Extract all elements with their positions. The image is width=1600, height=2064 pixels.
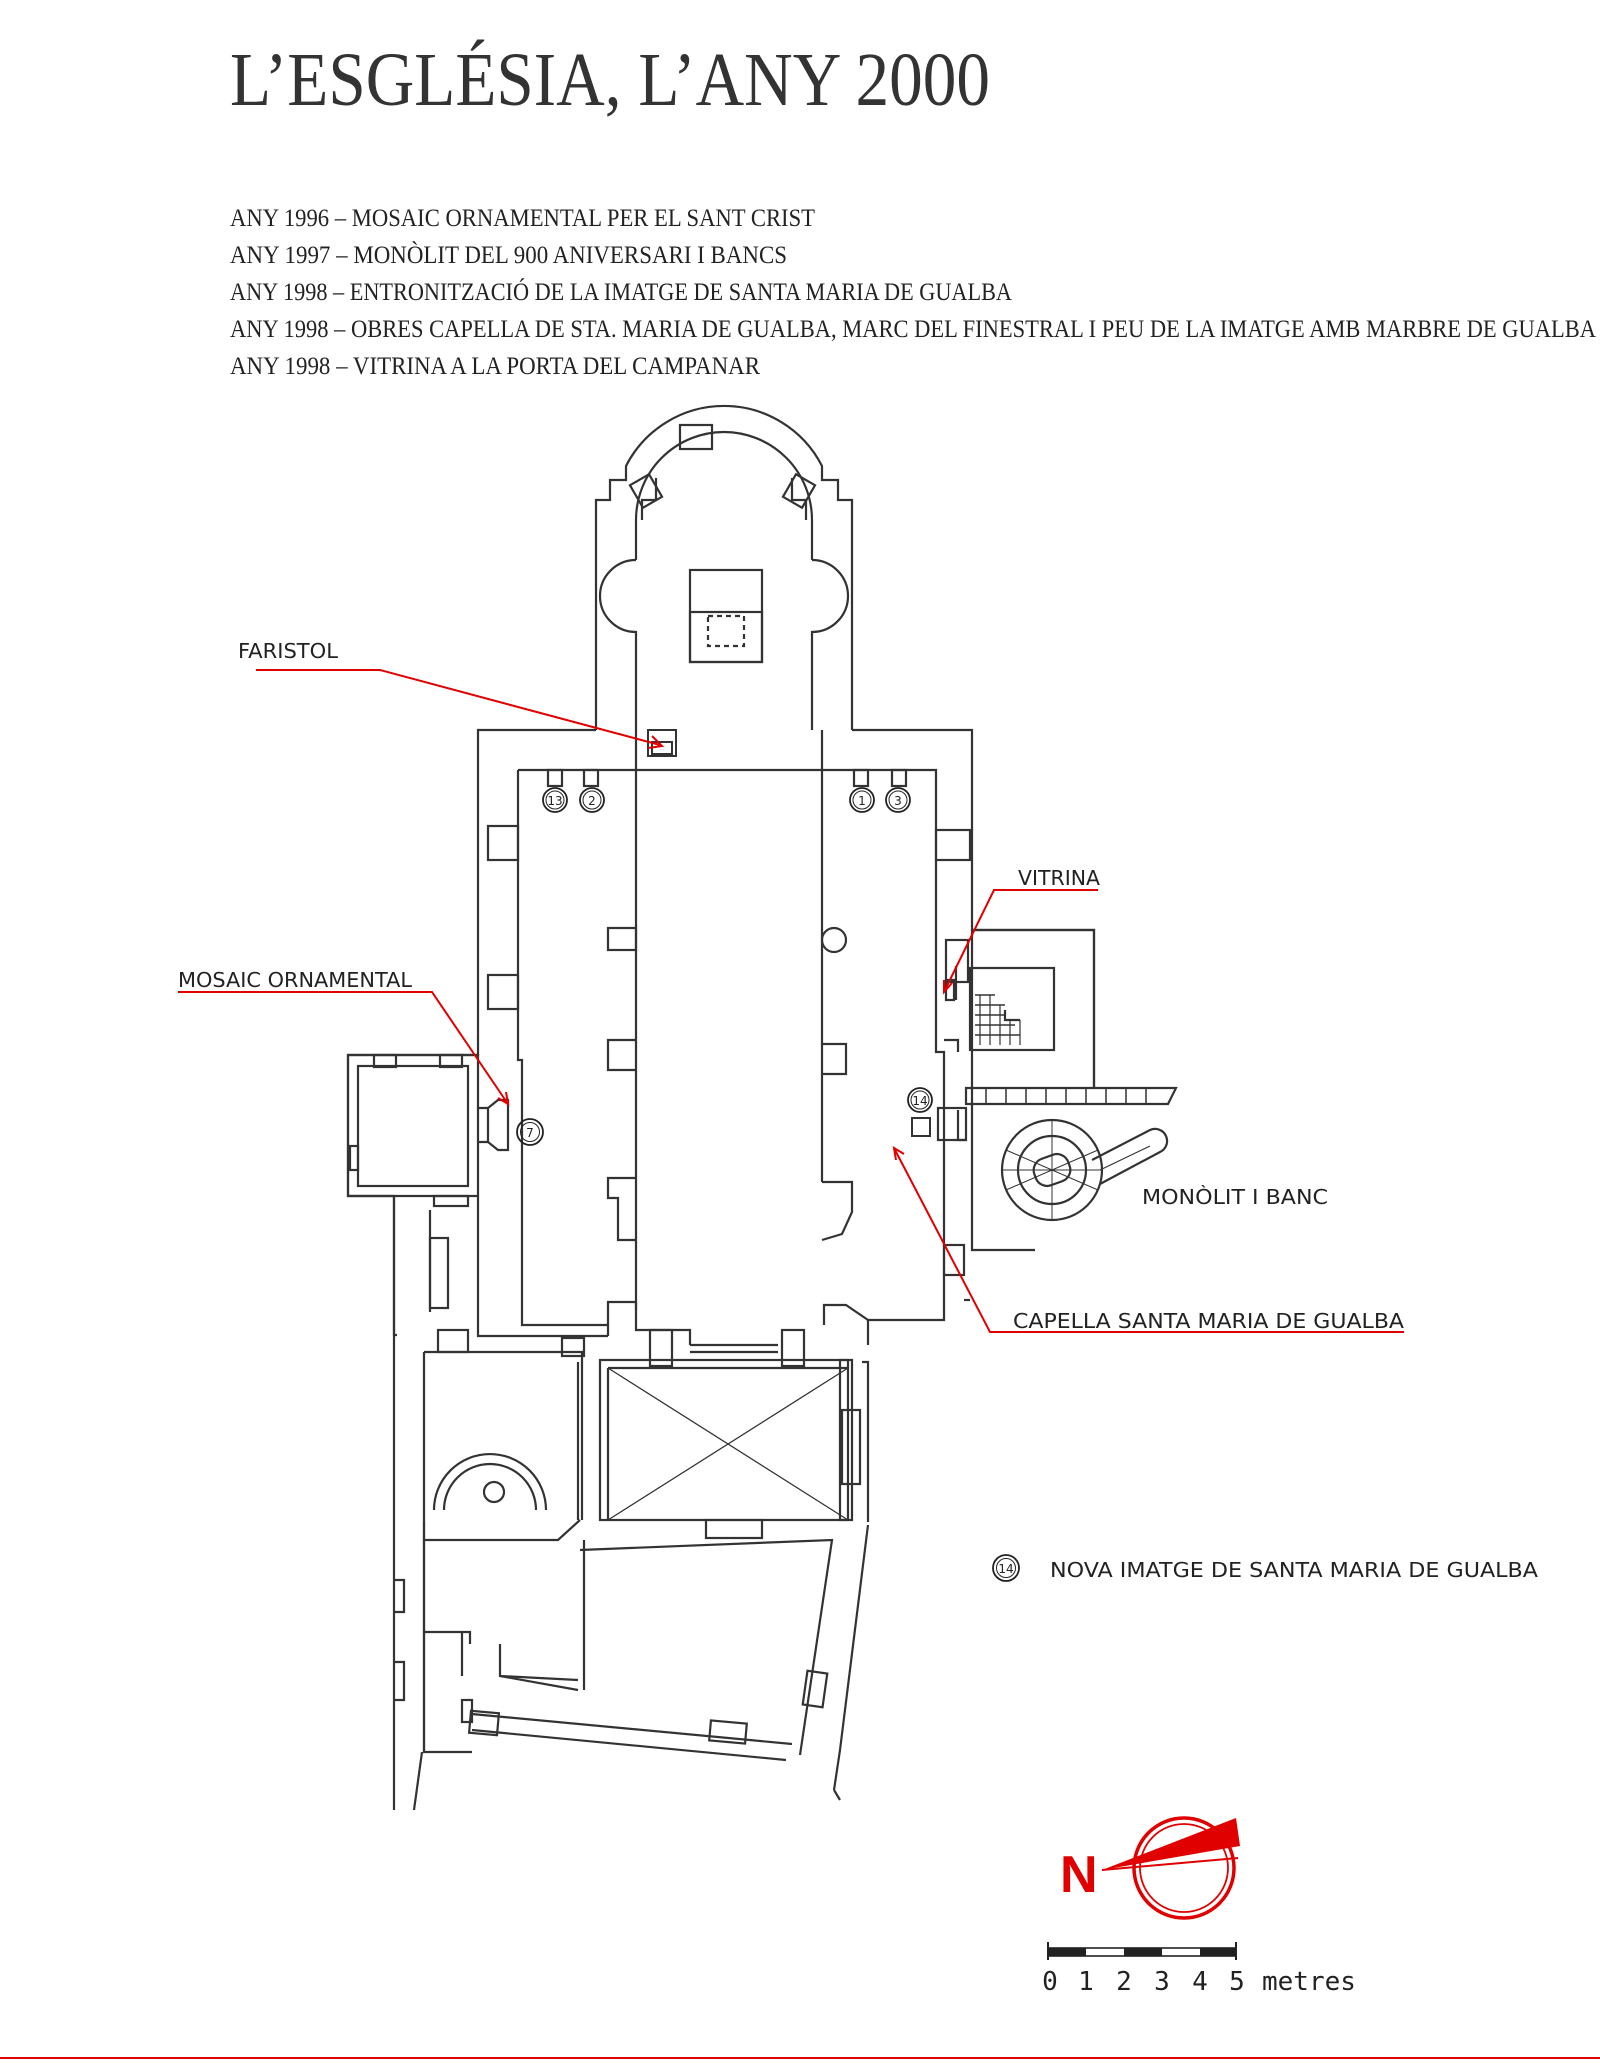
scale-bar: 0 1 2 3 4 5 metres [1042,1942,1356,1997]
marker-14: 14 [907,1087,933,1113]
legend-marker: 14 [992,1554,1020,1582]
label-monolit: MONÒLIT I BANC [1142,1185,1328,1209]
leader-mosaic [178,991,509,1105]
svg-text:13: 13 [547,794,562,808]
history-item: ANY 1998 – OBRES CAPELLA DE STA. MARIA D… [230,316,1596,343]
history-item: ANY 1998 – ENTRONITZACIÓ DE LA IMATGE DE… [230,278,1012,306]
north-letter: N [1060,1846,1098,1904]
scale-ticks: 0 1 2 3 4 5 [1042,1967,1245,1997]
scale-tick: 1 [1078,1967,1094,1997]
scale-tick: 4 [1192,1967,1208,1997]
marker-2: 2 [579,787,605,813]
leader-faristol [256,669,661,746]
svg-text:1: 1 [858,794,866,808]
label-capella: CAPELLA SANTA MARIA DE GUALBA [1013,1309,1404,1333]
label-vitrina: VITRINA [1018,866,1100,890]
lectern [647,729,677,757]
scale-tick: 2 [1116,1967,1132,1997]
marker-1: 1 [849,787,875,813]
svg-text:7: 7 [526,1126,534,1140]
west-chapel [346,1053,510,1208]
scale-tick: 0 [1042,1967,1058,1997]
label-mosaic: MOSAIC ORNAMENTAL [178,968,413,992]
north-arrow: N [1060,1816,1240,1920]
scale-tick: 3 [1154,1967,1170,1997]
history-item: ANY 1996 – MOSAIC ORNAMENTAL PER EL SANT… [230,205,815,232]
history-item: ANY 1997 – MONÒLIT DEL 900 ANIVERSARI I … [230,241,787,269]
annotation-leaders [178,669,1404,1333]
page-title: L’ESGLÉSIA, L’ANY 2000 [230,38,990,122]
history-list: ANY 1996 – MOSAIC ORNAMENTAL PER EL SANT… [230,205,1596,380]
annotation-labels: FARISTOL VITRINA MOSAIC ORNAMENTAL MONÒL… [178,639,1404,1333]
svg-text:3: 3 [894,794,902,808]
svg-text:2: 2 [588,794,596,808]
south-annex [392,1196,870,1811]
nave [346,728,1096,1368]
monolith-and-bench [1000,1118,1169,1222]
building-plan [346,404,1178,1811]
scale-tick: 5 [1229,1967,1245,1997]
marker-7: 7 [516,1118,544,1146]
numbered-markers: 13 2 1 3 7 14 [516,787,933,1146]
leader-vitrina [943,889,1098,993]
marker-3: 3 [885,787,911,813]
interior-furniture [647,729,931,1137]
apse [594,404,854,730]
bell-tower [956,928,1178,1302]
svg-text:14: 14 [998,1562,1013,1576]
label-faristol: FARISTOL [238,639,339,663]
history-item: ANY 1998 – VITRINA A LA PORTA DEL CAMPAN… [230,353,760,380]
marker-13: 13 [542,787,568,813]
column [820,926,848,954]
legend: 14 NOVA IMATGE DE SANTA MARIA DE GUALBA [992,1554,1538,1582]
svg-text:14: 14 [912,1094,927,1108]
leader-capella [893,1147,1404,1333]
legend-text: NOVA IMATGE DE SANTA MARIA DE GUALBA [1050,1558,1538,1582]
image-base [911,1117,931,1137]
scale-unit: metres [1262,1967,1356,1997]
baptismal-font [482,1480,506,1504]
